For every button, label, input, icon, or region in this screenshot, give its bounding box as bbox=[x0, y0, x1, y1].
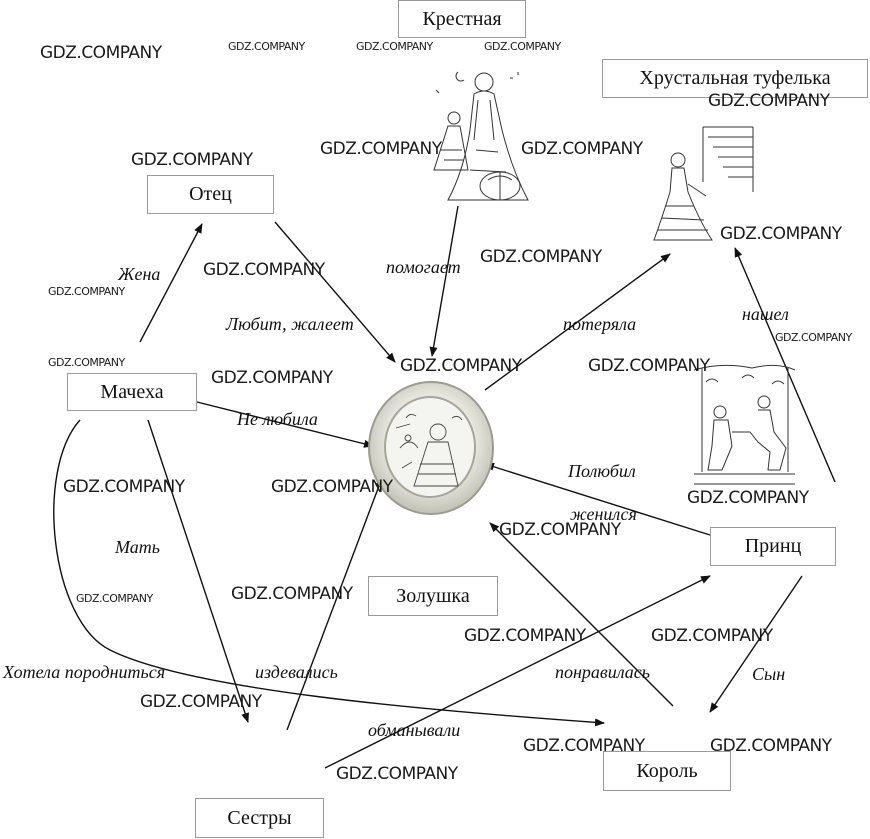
arrow-sisters-prince bbox=[324, 575, 711, 769]
watermark: GDZ.COMPANY bbox=[775, 331, 852, 344]
label-lost: потеряла bbox=[563, 314, 637, 334]
arrow-godmother-cinderella bbox=[429, 205, 459, 357]
node-godmother: Крестная bbox=[398, 0, 526, 38]
node-prince: Принц bbox=[710, 527, 836, 566]
node-cinderella: Золушка bbox=[368, 576, 498, 616]
arrow-stepmother-king bbox=[53, 419, 605, 727]
label-loves-pities: Любит, жалеет bbox=[226, 314, 354, 334]
label-found: нашел bbox=[742, 304, 789, 324]
arrow-stepmother-father bbox=[139, 223, 203, 343]
godmother-illustration bbox=[433, 71, 529, 201]
node-stepmother: Мачеха bbox=[67, 373, 197, 411]
watermark: GDZ.COMPANY bbox=[588, 356, 710, 376]
watermark: GDZ.COMPANY bbox=[523, 736, 645, 756]
watermark: GDZ.COMPANY bbox=[356, 40, 433, 53]
label-son: Сын bbox=[752, 664, 786, 684]
arrow-father-cinderella bbox=[274, 221, 396, 363]
watermark: GDZ.COMPANY bbox=[720, 224, 842, 244]
node-slipper: Хрустальная туфелька bbox=[602, 59, 868, 98]
watermark: GDZ.COMPANY bbox=[231, 584, 353, 604]
label-did-not-love: Не любила bbox=[237, 409, 318, 429]
label-liked: понравилась bbox=[555, 662, 650, 682]
label-wife: Жена bbox=[118, 264, 161, 284]
watermark: GDZ.COMPANY bbox=[336, 764, 458, 784]
watermark: GDZ.COMPANY bbox=[63, 477, 185, 497]
node-king: Король bbox=[603, 751, 731, 791]
label-mocked: издевались bbox=[255, 662, 338, 682]
watermark: GDZ.COMPANY bbox=[48, 356, 125, 369]
label-fell-in-love: Полюбил bbox=[568, 461, 636, 481]
slipper-illustration bbox=[653, 126, 754, 241]
node-father: Отец bbox=[147, 175, 274, 214]
label-married: женился bbox=[570, 504, 637, 524]
watermark: GDZ.COMPANY bbox=[651, 626, 773, 646]
watermark: GDZ.COMPANY bbox=[499, 520, 621, 540]
cinderella-portrait-frame bbox=[368, 381, 494, 515]
watermark: GDZ.COMPANY bbox=[320, 139, 442, 159]
watermark: GDZ.COMPANY bbox=[400, 356, 522, 376]
arrow-sisters-cinderella bbox=[286, 477, 383, 731]
arrow-prince-cinderella bbox=[484, 462, 711, 536]
watermark: GDZ.COMPANY bbox=[271, 477, 393, 497]
watermark: GDZ.COMPANY bbox=[687, 488, 809, 508]
arrow-stepmother-sisters bbox=[147, 419, 249, 723]
watermark: GDZ.COMPANY bbox=[40, 43, 162, 63]
watermark: GDZ.COMPANY bbox=[203, 260, 325, 280]
prince-illustration bbox=[693, 364, 796, 485]
arrow-prince-slipper bbox=[734, 247, 836, 483]
watermark: GDZ.COMPANY bbox=[211, 368, 333, 388]
arrow-prince-king bbox=[709, 575, 803, 713]
label-wanted-to-relate: Хотела породниться bbox=[3, 662, 166, 682]
watermark: GDZ.COMPANY bbox=[484, 40, 561, 53]
arrow-cinderella-slipper bbox=[484, 253, 671, 391]
watermark: GDZ.COMPANY bbox=[708, 91, 830, 111]
watermark: GDZ.COMPANY bbox=[48, 285, 125, 298]
label-deceived: обманывали bbox=[368, 720, 461, 740]
watermark: GDZ.COMPANY bbox=[76, 592, 153, 605]
arrow-king-cinderella bbox=[489, 522, 674, 707]
watermark: GDZ.COMPANY bbox=[521, 139, 643, 159]
arrow-stepmother-cinderella bbox=[196, 401, 374, 448]
watermark: GDZ.COMPANY bbox=[140, 692, 262, 712]
watermark: GDZ.COMPANY bbox=[480, 247, 602, 267]
watermark: GDZ.COMPANY bbox=[710, 736, 832, 756]
watermark: GDZ.COMPANY bbox=[131, 150, 253, 170]
label-helps: помогает bbox=[386, 257, 461, 277]
node-sisters: Сестры bbox=[195, 798, 324, 838]
watermark: GDZ.COMPANY bbox=[464, 626, 586, 646]
watermark: GDZ.COMPANY bbox=[228, 40, 305, 53]
label-mother: Мать bbox=[115, 537, 160, 557]
